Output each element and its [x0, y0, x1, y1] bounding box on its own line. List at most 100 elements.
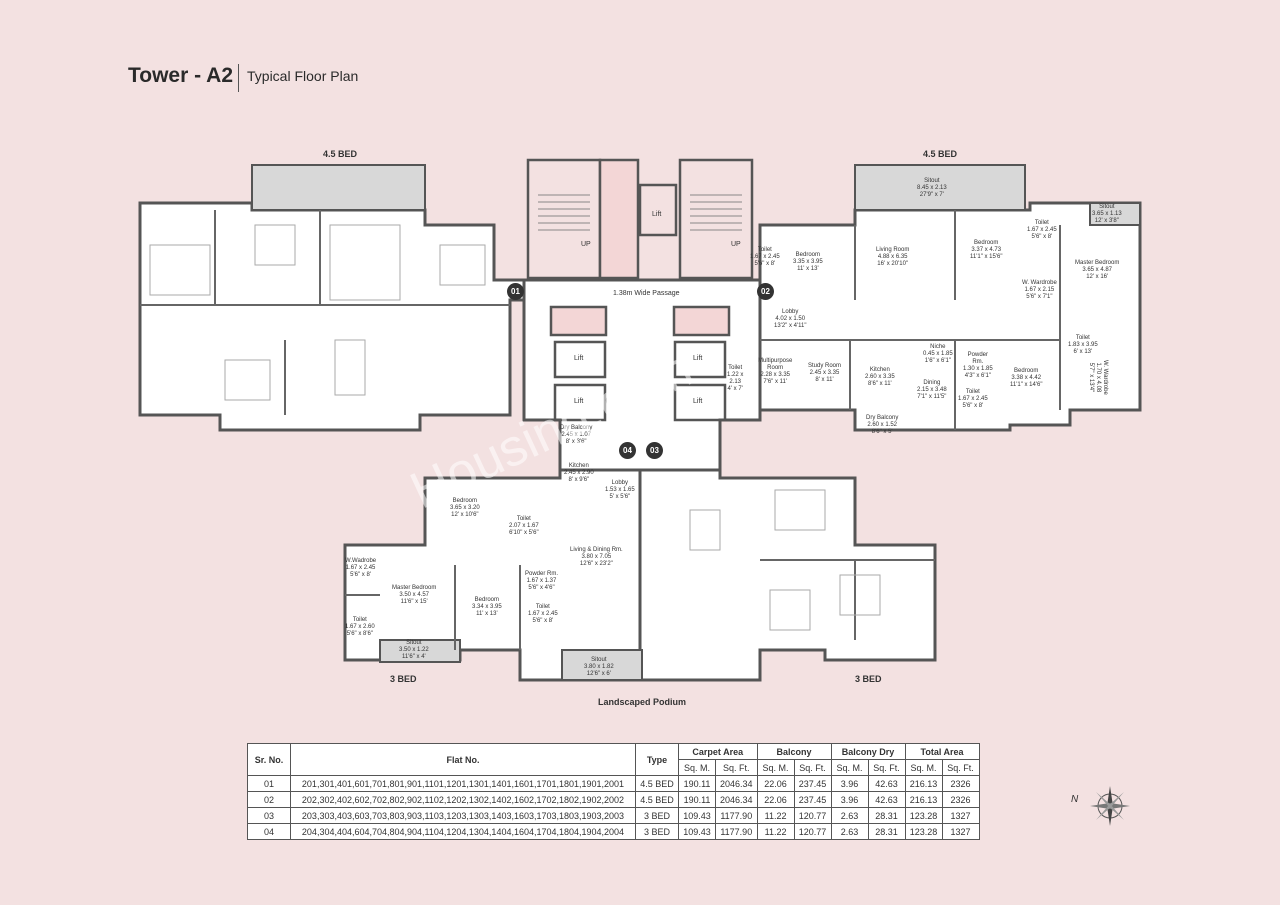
- room-label-line: Kitchen: [568, 463, 589, 469]
- room-label-line: 12' x 3'8": [1094, 218, 1119, 224]
- page-title: Tower - A2: [128, 64, 234, 87]
- table-cell: 22.06: [756, 791, 795, 808]
- table-cell: 42.63: [867, 791, 906, 808]
- table-cell: 237.45: [793, 775, 832, 792]
- sub-header: Sq. M.: [830, 759, 869, 776]
- wing-label-top-left: 4.5 BED: [323, 149, 358, 159]
- room-label-line: 3.65 x 3.20: [450, 505, 480, 511]
- room-label-line: 4.02 x 1.50: [775, 316, 806, 322]
- room-label-line: 12'6" x 23'2": [579, 561, 613, 567]
- room-label-line: Bedroom: [474, 597, 500, 603]
- room-label-line: 1'6" x 6'1": [924, 358, 951, 364]
- room-label-line: 0.45 x 1.85: [923, 351, 953, 357]
- table-cell: 11.22: [756, 807, 795, 824]
- room-label-line: 4'3" x 6'1": [964, 373, 991, 379]
- room-label-line: 5' x 5'6": [609, 494, 631, 500]
- sub-header: Sq. M.: [756, 759, 795, 776]
- room-label-line: 2.60 x 3.35: [865, 374, 895, 380]
- room-label-line: Living & Dining Rm.: [570, 547, 623, 553]
- page-subtitle: Typical Floor Plan: [247, 68, 359, 84]
- room-label-line: 4' x 7': [727, 386, 743, 392]
- col-total-area: Total Area: [904, 743, 980, 760]
- room-label-line: Niche: [930, 344, 946, 350]
- room-label-line: W. Wardrobe: [1102, 360, 1108, 395]
- table-cell: 1327: [941, 807, 980, 824]
- lift-label-2: Lift: [574, 398, 584, 405]
- room-label-line: 5'6" x 8': [350, 572, 371, 578]
- room-label-line: 1.22 x: [727, 372, 744, 378]
- title-divider: [238, 64, 239, 92]
- table-cell: 4.5 BED: [635, 775, 679, 792]
- table-cell: 216.13: [904, 775, 943, 792]
- table-cell: 1327: [941, 823, 980, 840]
- lift-label-1: Lift: [574, 355, 584, 362]
- table-cell: 202,302,402,602,702,802,902,1102,1202,13…: [290, 791, 636, 808]
- room-label-line: Toilet: [352, 617, 367, 623]
- room-label-line: Living Room: [876, 247, 910, 253]
- table-cell: 2046.34: [715, 791, 758, 808]
- table-cell: 2.63: [830, 823, 869, 840]
- compass-label: N: [1071, 794, 1079, 805]
- table-cell: 203,303,403,603,703,803,903,1103,1203,13…: [290, 807, 636, 824]
- sub-header: Sq. Ft.: [793, 759, 832, 776]
- room-label-line: Multipurpose: [758, 358, 793, 364]
- room-label-line: 5'6" x 8': [754, 261, 776, 267]
- room-label-line: 1.30 x 1.85: [963, 366, 993, 372]
- room-label-line: 1.53 x 1.65: [605, 487, 635, 493]
- room-label-line: Sitout: [591, 657, 607, 663]
- room-label-line: 12'6" x 6': [586, 671, 611, 677]
- room-label-line: 3.80 x 7.05: [581, 554, 612, 560]
- table-cell: 190.11: [678, 791, 716, 808]
- room-label-line: Bedroom: [974, 240, 999, 246]
- table-cell: 109.43: [678, 807, 716, 824]
- room-label-line: Sitout: [1099, 204, 1115, 210]
- room-label-line: Master Bedroom: [1075, 260, 1120, 266]
- room-label-line: 3.80 x 1.82: [584, 664, 614, 670]
- room-label-line: 8'6" x 5': [871, 429, 893, 435]
- unit-marker-04: 04: [619, 442, 636, 459]
- room-label-line: Sitout: [924, 178, 940, 184]
- room-label-line: Toilet: [516, 516, 531, 522]
- room-label-line: Bedroom: [452, 498, 478, 504]
- passage-label: 1.38m Wide Passage: [613, 290, 680, 297]
- table-cell: 3.96: [830, 791, 869, 808]
- sub-header: Sq. M.: [904, 759, 943, 776]
- room-label-line: Bedroom: [795, 252, 821, 258]
- room-label-line: 3.34 x 3.95: [472, 604, 502, 610]
- room-label-line: 27'9" x 7': [919, 192, 944, 198]
- table-cell: 201,301,401,601,701,801,901,1101,1201,13…: [290, 775, 636, 792]
- room-label-line: Toilet: [535, 604, 550, 610]
- room-label-line: Lobby: [782, 309, 799, 315]
- room-label-line: 8' x 9'6": [568, 477, 590, 483]
- table-cell: 3.96: [830, 775, 869, 792]
- room-label-line: Powder: [967, 352, 989, 358]
- room-label-line: Dry Balcony: [866, 415, 899, 421]
- room-label-line: 5'6" x 8': [962, 403, 984, 409]
- table-cell: 123.28: [904, 823, 943, 840]
- compass-rose-icon: [1090, 786, 1130, 826]
- room-label-line: 3.35 x 3.95: [793, 259, 823, 265]
- room-label-line: 5'6" x 8': [532, 618, 554, 624]
- unit-marker-03: 03: [646, 442, 663, 459]
- col-balcony: Balcony: [756, 743, 832, 760]
- room-label-line: Dining: [923, 380, 941, 386]
- room-label-line: 1.67 x 2.45: [958, 396, 988, 402]
- room-label-line: 11'6" x 15': [400, 599, 428, 605]
